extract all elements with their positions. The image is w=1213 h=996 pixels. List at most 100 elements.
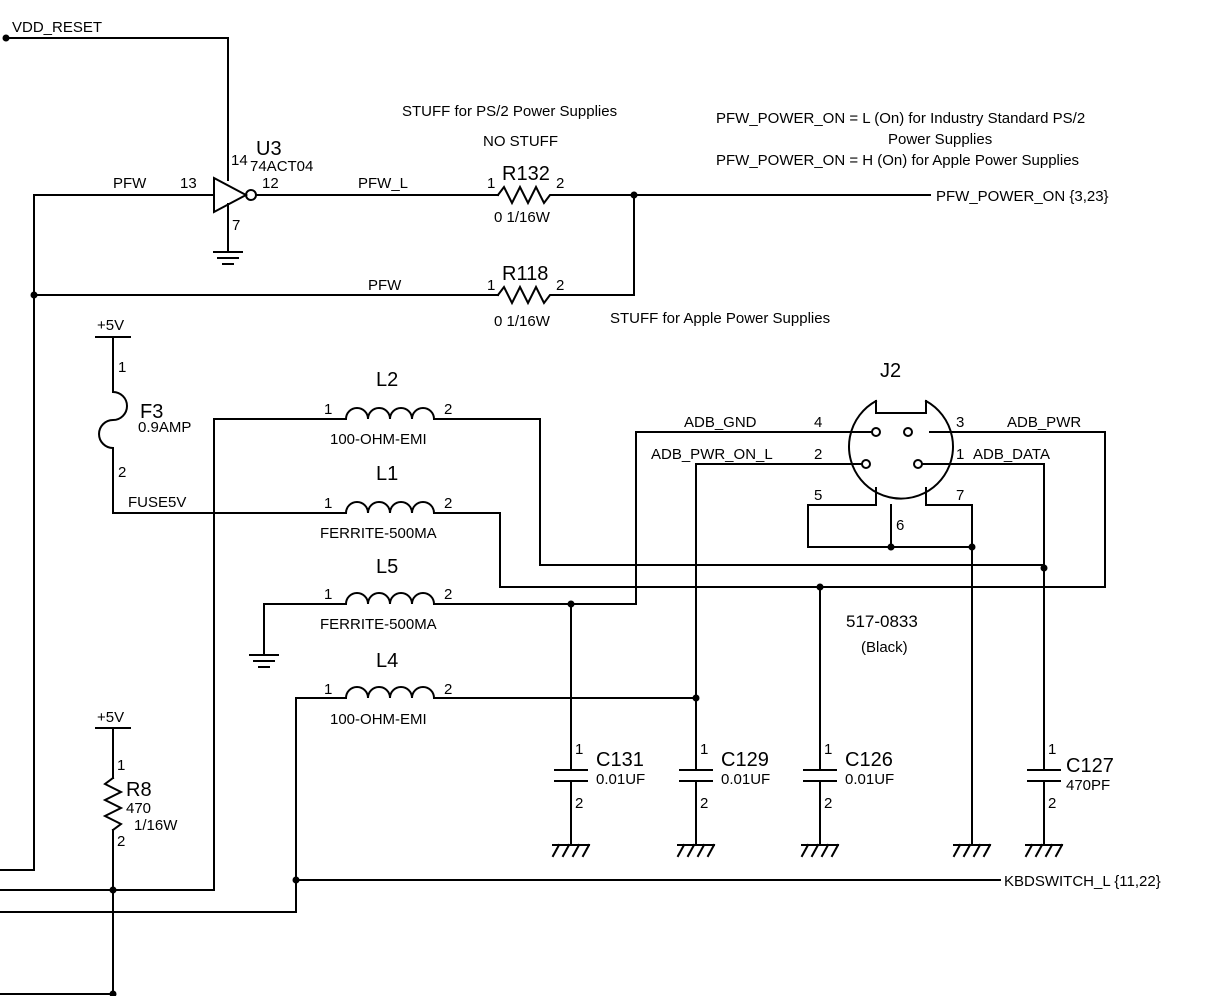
- note-stuff-apple: STUFF for Apple Power Supplies: [610, 310, 830, 327]
- l5-pin2: 2: [444, 586, 452, 603]
- l1-ref: L1: [376, 463, 398, 485]
- l2-ref: L2: [376, 369, 398, 391]
- u3-pin-in: 13: [180, 175, 197, 192]
- note-stuff-ps2: STUFF for PS/2 Power Supplies: [402, 103, 617, 120]
- f3-ref: F3: [140, 401, 163, 423]
- l4-ref: L4: [376, 650, 398, 672]
- c131-pin2: 2: [575, 795, 583, 812]
- note-pfw-line3: PFW_POWER_ON = H (On) for Apple Power Su…: [716, 152, 1079, 169]
- l4-pin2: 2: [444, 681, 452, 698]
- f3-value: 0.9AMP: [138, 419, 191, 436]
- u3-pin-gnd: 7: [232, 217, 240, 234]
- r132-pin2: 2: [556, 175, 564, 192]
- c126-pin2: 2: [824, 795, 832, 812]
- u3-pin-out: 12: [262, 175, 279, 192]
- j2-ref: J2: [880, 360, 901, 382]
- u3-part: 74ACT04: [250, 158, 313, 175]
- plus5v-bottom-label: +5V: [97, 709, 124, 726]
- u3-ref: U3: [256, 138, 282, 160]
- c127-capacitor: 1 C127 470PF 2: [1024, 564, 1114, 858]
- r118-ref: R118: [502, 263, 548, 285]
- pfw-input-net: PFW 13: [0, 175, 215, 871]
- c131-pin1: 1: [575, 741, 583, 758]
- c129-pin2: 2: [700, 795, 708, 812]
- r8-value2: 1/16W: [134, 817, 178, 834]
- r8-pin1: 1: [117, 757, 125, 774]
- u3-inverter: 14 U3 74ACT04 12 7: [213, 138, 313, 265]
- pfw-l-net: PFW_L: [255, 175, 499, 196]
- r8-resistor: +5V 1 R8 470 1/16W 2: [0, 709, 178, 996]
- vdd-reset-label: VDD_RESET: [12, 19, 102, 36]
- r132-pin1: 1: [487, 175, 495, 192]
- r132-value: 0 1/16W: [494, 209, 551, 226]
- c127-value: 470PF: [1066, 777, 1110, 794]
- r118-pin2: 2: [556, 277, 564, 294]
- adb-pwr-on-label: ADB_PWR_ON_L: [651, 446, 773, 463]
- c129-ref: C129: [721, 749, 769, 771]
- j2-pin3: 3: [956, 414, 964, 431]
- l2-pin1: 1: [324, 401, 332, 418]
- l4-value: 100-OHM-EMI: [330, 711, 427, 728]
- l1-inductor: 1 L1 2 FERRITE-500MA: [320, 431, 1106, 588]
- c126-value: 0.01UF: [845, 771, 894, 788]
- c129-capacitor: 1 C129 0.01UF 2: [676, 697, 770, 858]
- note-pfw-line2: Power Supplies: [888, 131, 992, 148]
- c129-value: 0.01UF: [721, 771, 770, 788]
- l2-pin2: 2: [444, 401, 452, 418]
- f3-pin2: 2: [118, 464, 126, 481]
- f3-fuse: +5V 1 F3 0.9AMP 2 FUSE5V: [95, 317, 347, 514]
- j2-pin2: 2: [814, 446, 822, 463]
- c127-pin2: 2: [1048, 795, 1056, 812]
- j2-part: 517-0833: [846, 612, 918, 631]
- l1-pin2: 2: [444, 495, 452, 512]
- c131-capacitor: 1 C131 0.01UF 2: [551, 603, 645, 858]
- j2-pin4: 4: [814, 414, 822, 431]
- c127-ref: C127: [1066, 755, 1114, 777]
- note-pfw-line1: PFW_POWER_ON = L (On) for Industry Stand…: [716, 110, 1085, 127]
- adb-gnd-label: ADB_GND: [684, 414, 757, 431]
- adb-pwr-label: ADB_PWR: [1007, 414, 1081, 431]
- l2-value: 100-OHM-EMI: [330, 431, 427, 448]
- kbdswitch-net: KBDSWITCH_L {11,22}: [292, 873, 1161, 890]
- l4-inductor: 1 L4 2 100-OHM-EMI: [0, 463, 831, 913]
- r132-ref: R132: [502, 163, 550, 185]
- u3-pin-vcc: 14: [231, 152, 248, 169]
- fuse5v-label: FUSE5V: [128, 494, 186, 511]
- kbdswitch-label: KBDSWITCH_L {11,22}: [1004, 873, 1161, 890]
- j2-pin1: 1: [956, 446, 964, 463]
- j2-pin7: 7: [956, 487, 964, 504]
- r118-resistor: PFW 1 R118 2 0 1/16W: [33, 194, 635, 330]
- r118-value: 0 1/16W: [494, 313, 551, 330]
- c126-pin1: 1: [824, 741, 832, 758]
- l4-pin1: 1: [324, 681, 332, 698]
- f3-pin1: 1: [118, 359, 126, 376]
- j2-connector: J2 4 3 2 1 5 7 6 517-0833 (Black) ADB_GN…: [651, 360, 1106, 771]
- pfw-input-label: PFW: [113, 175, 147, 192]
- r132-resistor: 1 R132 2 0 1/16W: [487, 163, 635, 226]
- c131-value: 0.01UF: [596, 771, 645, 788]
- c127-pin1: 1: [1048, 741, 1056, 758]
- l1-value: FERRITE-500MA: [320, 525, 437, 542]
- r118-pin1: 1: [487, 277, 495, 294]
- l5-pin1: 1: [324, 586, 332, 603]
- r8-pin2: 2: [117, 833, 125, 850]
- vdd-reset-net: VDD_RESET: [2, 19, 229, 181]
- pfw-power-on-label: PFW_POWER_ON {3,23}: [936, 188, 1109, 205]
- r8-ref: R8: [126, 779, 152, 801]
- j2-color: (Black): [861, 639, 908, 656]
- c131-ref: C131: [596, 749, 644, 771]
- l5-inductor: 1 L5 2 FERRITE-500MA: [249, 431, 837, 668]
- l1-pin1: 1: [324, 495, 332, 512]
- c126-ref: C126: [845, 749, 893, 771]
- c126-capacitor: 1 C126 0.01UF 2: [800, 583, 894, 858]
- adb-data-label: ADB_DATA: [973, 446, 1050, 463]
- l2-inductor: 1 L2 2 100-OHM-EMI: [0, 369, 1045, 891]
- pfw-power-on-net: PFW_POWER_ON {3,23}: [630, 188, 1109, 205]
- plus5v-top-label: +5V: [97, 317, 124, 334]
- j2-pin7-ground: [952, 546, 992, 858]
- j2-pin5: 5: [814, 487, 822, 504]
- j2-pin6: 6: [896, 517, 904, 534]
- note-no-stuff: NO STUFF: [483, 133, 558, 150]
- c129-pin1: 1: [700, 741, 708, 758]
